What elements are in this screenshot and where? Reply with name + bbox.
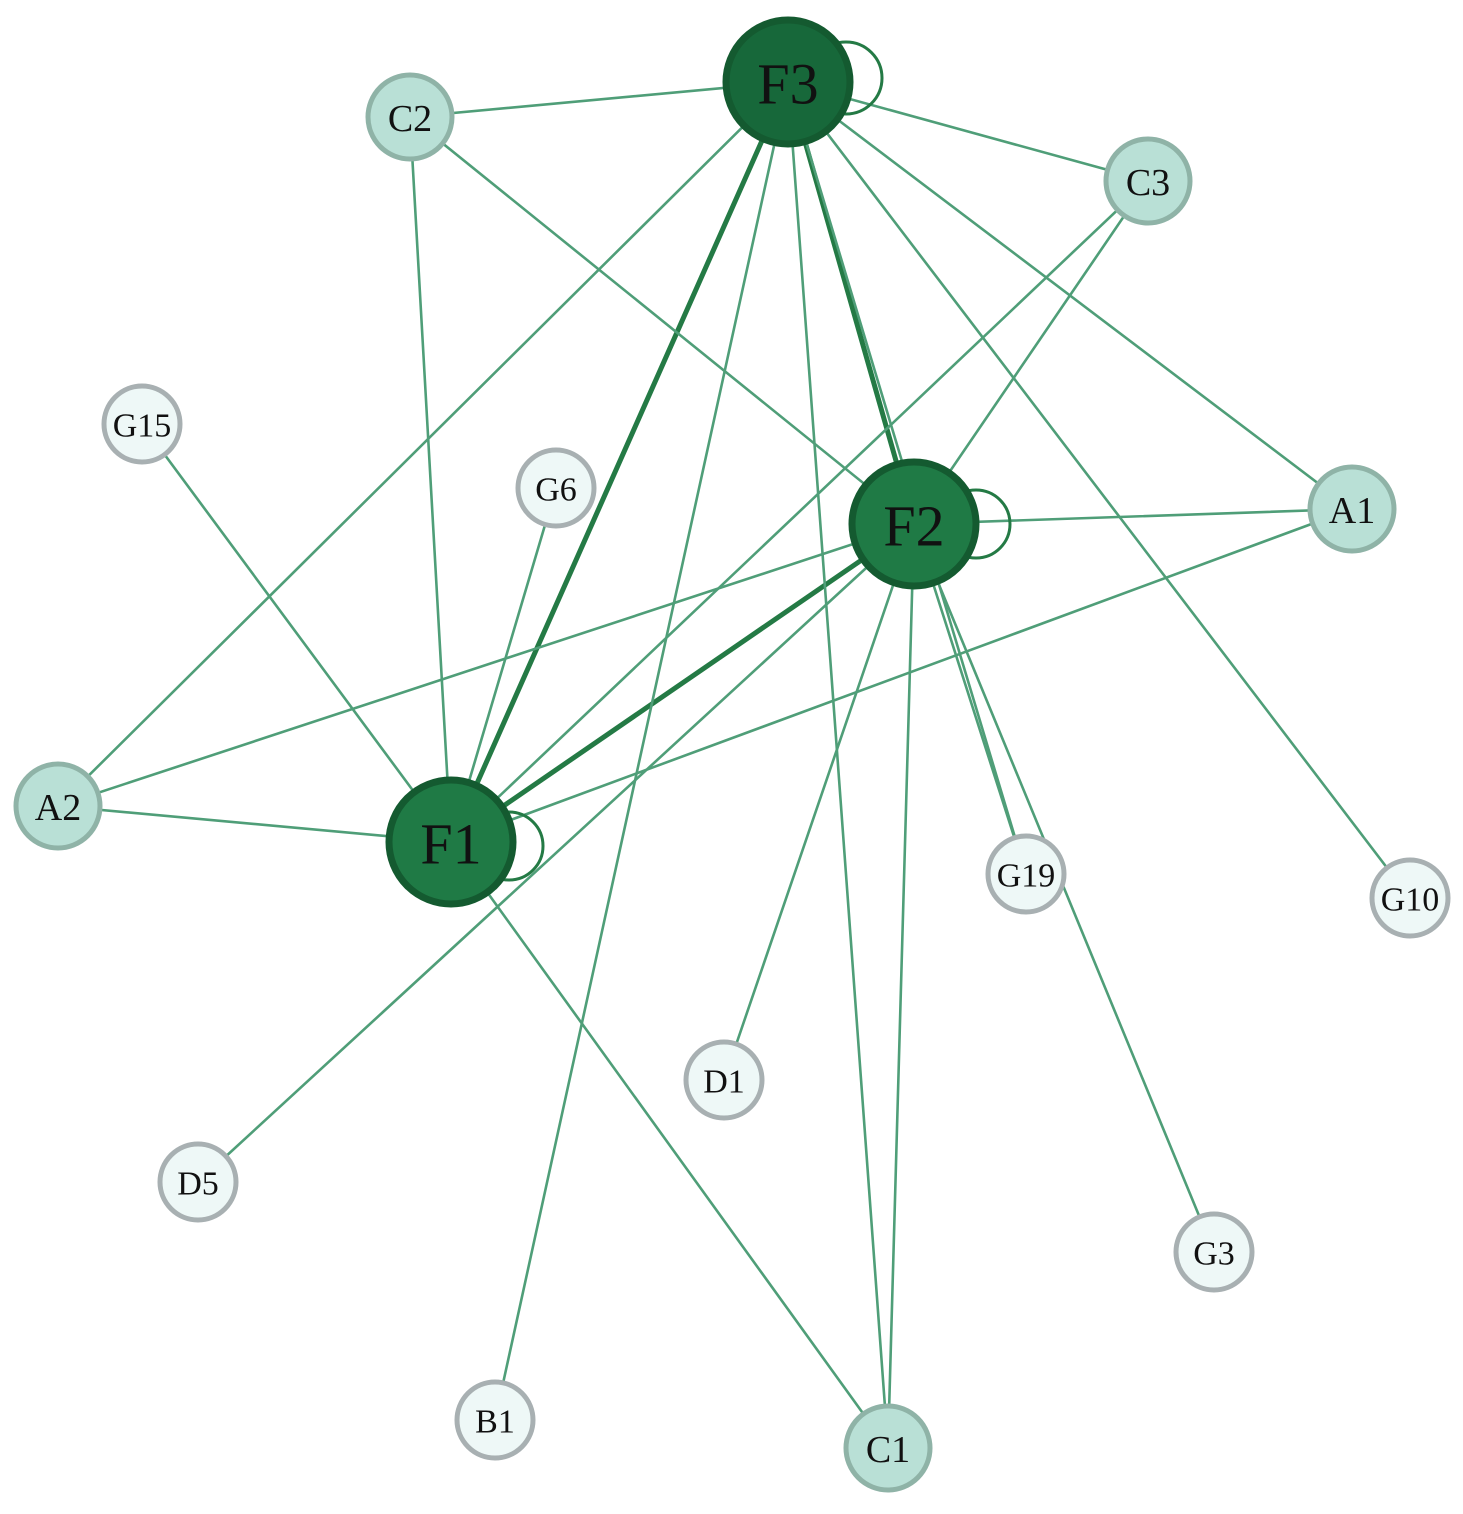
node-label-b1: B1 bbox=[475, 1404, 515, 1441]
node-c3[interactable]: C3 bbox=[1103, 136, 1193, 226]
node-label-f3: F3 bbox=[757, 52, 818, 117]
node-d5[interactable]: D5 bbox=[157, 1141, 239, 1223]
node-label-a2: A2 bbox=[35, 787, 81, 829]
node-label-d5: D5 bbox=[177, 1166, 219, 1203]
node-circle-g6 bbox=[515, 447, 597, 529]
edge-f3-a2 bbox=[56, 80, 790, 808]
node-f2[interactable]: F2 bbox=[848, 458, 980, 590]
node-label-g3: G3 bbox=[1193, 1236, 1235, 1273]
edge-c3-f1 bbox=[449, 179, 1150, 844]
node-circle-c1 bbox=[843, 1403, 933, 1493]
edge-g15-f1 bbox=[140, 422, 453, 844]
edge-a1-f1 bbox=[449, 507, 1354, 844]
node-label-f2: F2 bbox=[883, 494, 944, 559]
node-circle-f1 bbox=[385, 776, 517, 908]
node-label-g6: G6 bbox=[535, 472, 577, 509]
node-circle-g10 bbox=[1369, 857, 1451, 939]
node-a1[interactable]: A1 bbox=[1307, 464, 1397, 554]
node-g6[interactable]: G6 bbox=[515, 447, 597, 529]
edge-c2-f1 bbox=[408, 115, 453, 844]
node-circle-g19 bbox=[985, 833, 1067, 915]
edge-f2-d5 bbox=[196, 522, 916, 1184]
edge-c3-f2 bbox=[912, 179, 1150, 526]
node-c2[interactable]: C2 bbox=[365, 72, 455, 162]
node-circle-c3 bbox=[1103, 136, 1193, 226]
node-circle-a1 bbox=[1307, 464, 1397, 554]
edge-c2-f2 bbox=[408, 115, 916, 526]
node-label-g15: G15 bbox=[113, 408, 172, 445]
node-d1[interactable]: D1 bbox=[683, 1039, 765, 1121]
node-circle-d5 bbox=[157, 1141, 239, 1223]
node-a2[interactable]: A2 bbox=[13, 761, 103, 851]
node-c1[interactable]: C1 bbox=[843, 1403, 933, 1493]
node-circle-g3 bbox=[1173, 1211, 1255, 1293]
node-circle-c2 bbox=[365, 72, 455, 162]
edge-f3-c1 bbox=[786, 80, 890, 1450]
node-label-d1: D1 bbox=[703, 1064, 745, 1101]
node-g19[interactable]: G19 bbox=[985, 833, 1067, 915]
node-label-g10: G10 bbox=[1381, 882, 1440, 919]
node-label-f1: F1 bbox=[420, 812, 481, 877]
edge-f3-b1 bbox=[493, 80, 790, 1422]
node-label-c2: C2 bbox=[388, 98, 432, 140]
edge-a1-f2 bbox=[912, 507, 1354, 526]
edge-a2-f1 bbox=[56, 804, 453, 844]
edge-a2-f2 bbox=[56, 522, 916, 808]
edges-layer bbox=[56, 79, 1412, 1450]
node-g15[interactable]: G15 bbox=[101, 383, 183, 465]
edge-f3-f1 bbox=[448, 79, 791, 845]
node-label-g19: G19 bbox=[997, 858, 1056, 895]
node-label-a1: A1 bbox=[1329, 490, 1375, 532]
node-circle-d1 bbox=[683, 1039, 765, 1121]
edge-f2-f1 bbox=[448, 521, 917, 845]
node-label-c3: C3 bbox=[1126, 162, 1170, 204]
node-b1[interactable]: B1 bbox=[454, 1379, 536, 1461]
edge-f3-g10 bbox=[786, 80, 1412, 900]
node-circle-a2 bbox=[13, 761, 103, 851]
node-f1[interactable]: F1 bbox=[385, 776, 517, 908]
node-circle-f2 bbox=[848, 458, 980, 590]
edge-f2-c1 bbox=[886, 522, 916, 1450]
node-f3[interactable]: F3 bbox=[722, 16, 854, 148]
node-g3[interactable]: G3 bbox=[1173, 1211, 1255, 1293]
edge-f2-d1 bbox=[722, 522, 916, 1082]
node-circle-f3 bbox=[722, 16, 854, 148]
edge-f1-c1 bbox=[449, 840, 890, 1450]
node-g10[interactable]: G10 bbox=[1369, 857, 1451, 939]
node-circle-b1 bbox=[454, 1379, 536, 1461]
node-label-c1: C1 bbox=[866, 1429, 910, 1471]
node-circle-g15 bbox=[101, 383, 183, 465]
